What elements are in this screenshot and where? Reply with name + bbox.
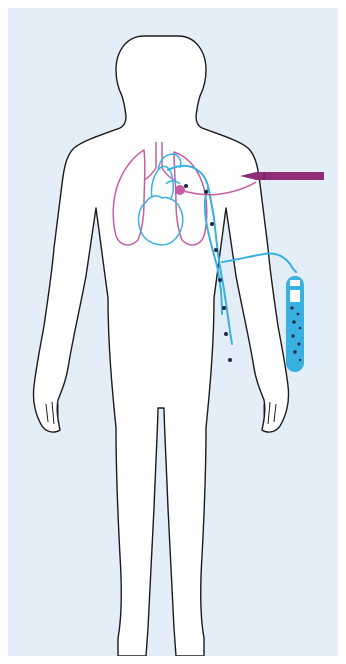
marker bbox=[184, 184, 188, 188]
cannula-body bbox=[256, 172, 324, 180]
particle bbox=[298, 343, 301, 346]
anatomy-figure bbox=[8, 8, 338, 656]
marker bbox=[214, 248, 218, 252]
particle bbox=[297, 313, 300, 316]
tube-label bbox=[290, 290, 300, 302]
particle bbox=[291, 334, 294, 337]
tube-cap bbox=[290, 280, 300, 286]
marker bbox=[204, 190, 208, 194]
particle bbox=[293, 350, 296, 353]
marker bbox=[222, 306, 226, 310]
marker bbox=[228, 358, 232, 362]
particle bbox=[292, 320, 296, 324]
marker bbox=[224, 332, 228, 336]
particle bbox=[299, 327, 302, 330]
cannula bbox=[240, 172, 324, 180]
particle bbox=[299, 359, 301, 361]
diagram-panel bbox=[8, 8, 338, 656]
marker bbox=[210, 222, 214, 226]
marker bbox=[218, 278, 222, 282]
particle bbox=[290, 306, 293, 309]
collection-tube bbox=[286, 276, 304, 372]
